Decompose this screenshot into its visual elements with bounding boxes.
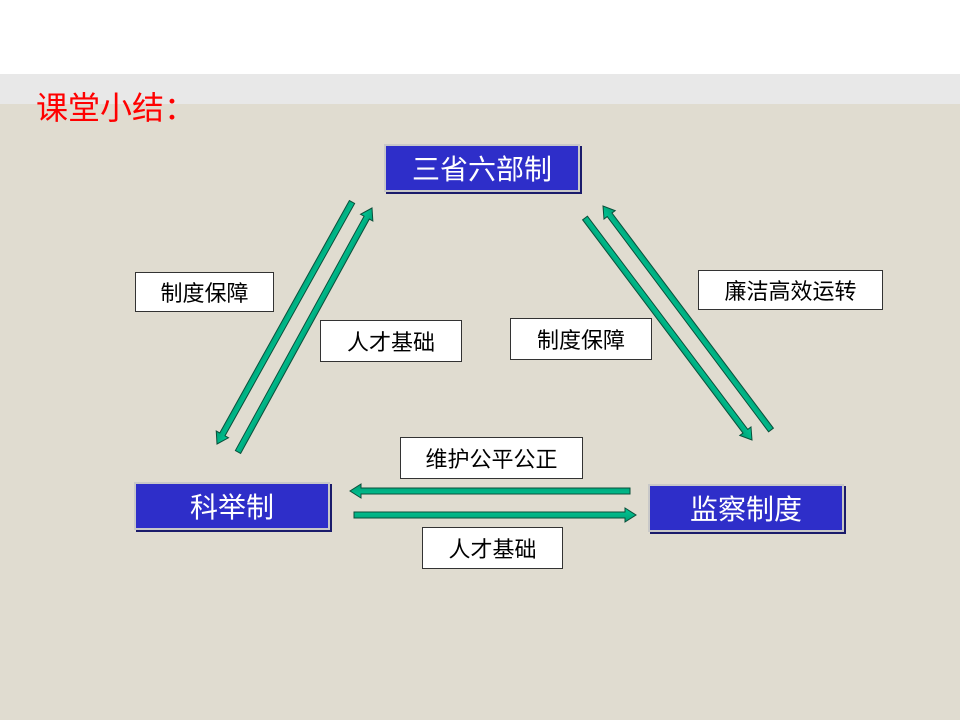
- label-left-talent-foundation: 人才基础: [320, 320, 462, 362]
- arrow-left-to-right: [353, 507, 637, 523]
- arrow-left-to-top-shape: [234, 207, 374, 455]
- arrow-top-to-right-shape: [581, 215, 753, 441]
- node-imperial-examination: 科举制: [134, 482, 330, 530]
- arrow-right-to-left-shape: [349, 483, 631, 499]
- arrow-top-to-right: [581, 215, 753, 441]
- slide-header-band: [0, 0, 960, 74]
- arrow-left-to-right-shape: [353, 507, 637, 523]
- label-left-institutional-guarantee: 制度保障: [135, 272, 274, 312]
- label-efficient-clean-operation: 廉洁高效运转: [698, 270, 883, 310]
- label-right-institutional-guarantee: 制度保障: [510, 318, 652, 360]
- label-bottom-talent-foundation: 人才基础: [422, 527, 563, 569]
- arrow-left-to-top: [234, 207, 374, 455]
- slide-title: 课堂小结：: [36, 89, 197, 127]
- arrow-right-to-top-shape: [602, 205, 775, 433]
- node-three-departments-six-ministries: 三省六部制: [384, 144, 580, 192]
- arrow-top-to-left: [215, 199, 356, 445]
- arrow-right-to-left: [349, 483, 631, 499]
- slide-title-band: [0, 74, 960, 104]
- node-supervision-system: 监察制度: [648, 484, 844, 532]
- arrow-right-to-top: [602, 205, 775, 433]
- label-maintain-fairness: 维护公平公正: [400, 437, 583, 479]
- arrow-top-to-left-shape: [215, 199, 356, 445]
